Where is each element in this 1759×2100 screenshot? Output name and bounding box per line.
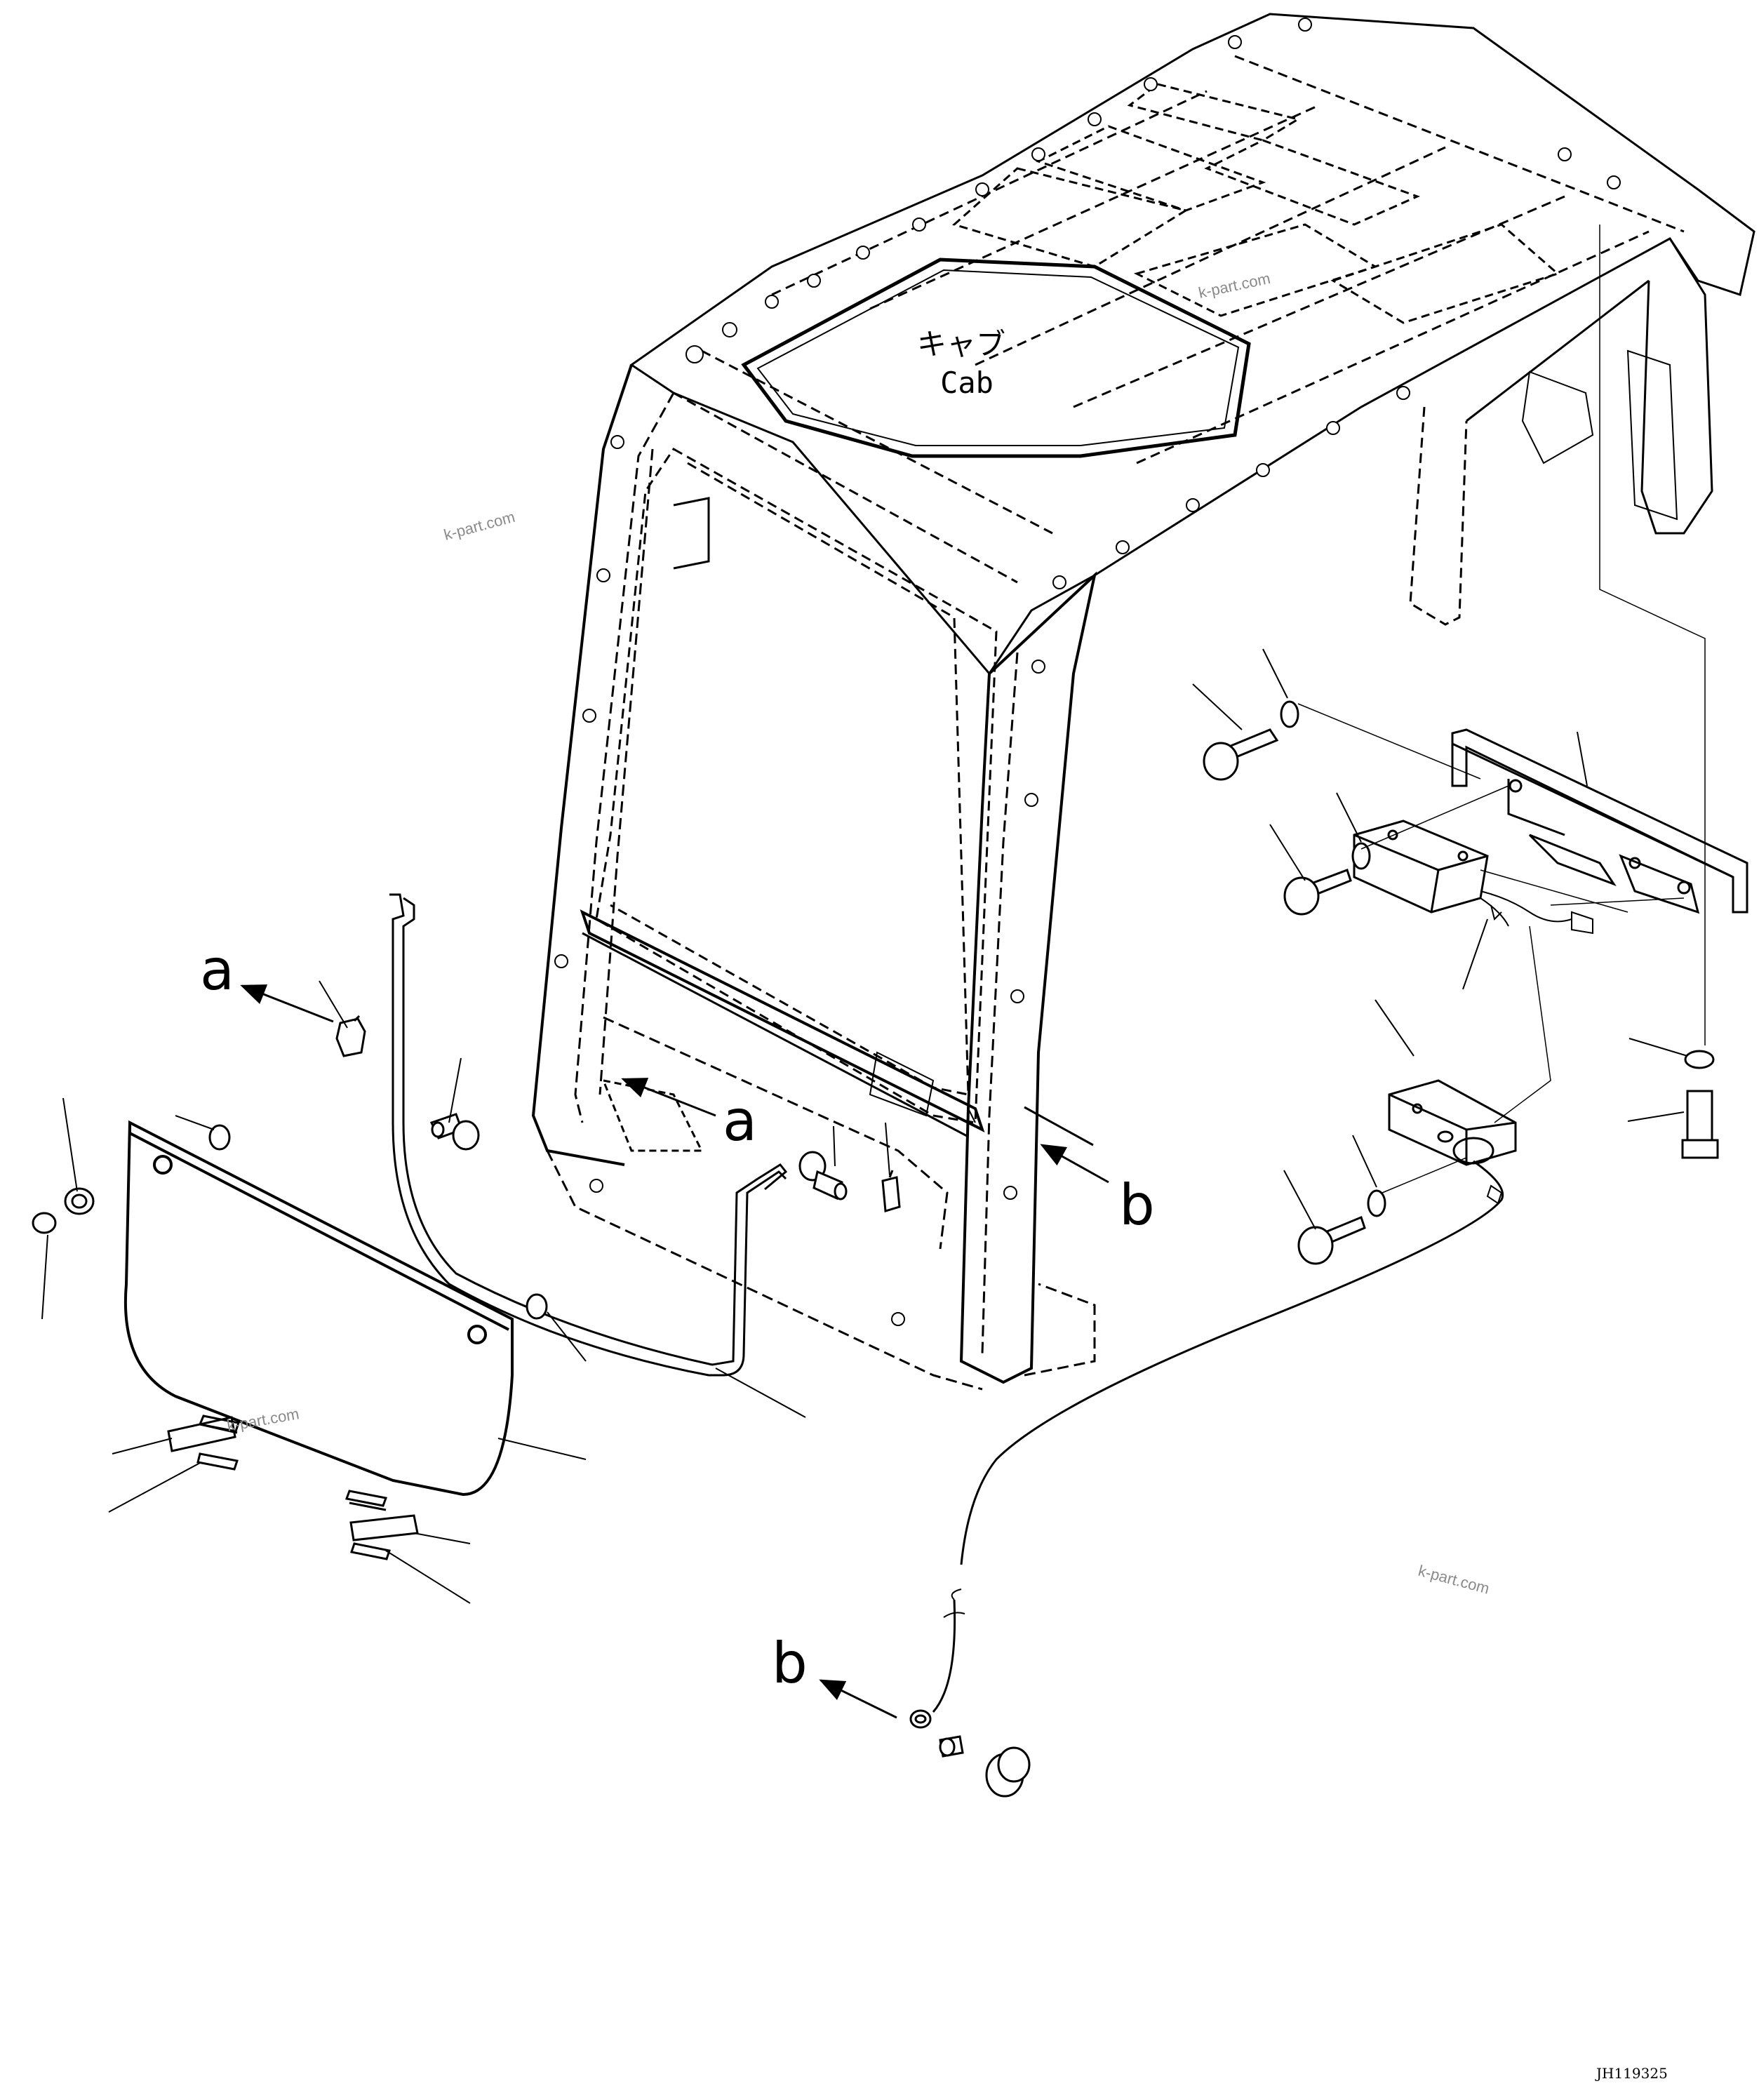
cab-frame	[531, 13, 1755, 1391]
clip-right	[881, 1170, 901, 1212]
controller-box	[1353, 820, 1593, 990]
cap-left	[32, 1212, 57, 1234]
cable	[932, 1160, 1504, 1713]
bolt-vertical	[1681, 1090, 1719, 1159]
push-rivet-left	[429, 1113, 480, 1151]
washer-lower	[1367, 1189, 1386, 1217]
watermark-4: k-part.com	[1417, 1562, 1492, 1598]
cab-label-english: Cab	[940, 366, 994, 400]
leader-lines	[41, 648, 1688, 1604]
view-arrow-a-right	[621, 1078, 716, 1117]
push-rivet-right	[798, 1151, 848, 1201]
view-arrow-b-right	[1024, 1106, 1109, 1184]
cab-label-japanese: キャブ	[917, 327, 1005, 361]
weatherstrip	[389, 893, 788, 1377]
bolt-lower	[1297, 1216, 1366, 1265]
routing-lines	[1297, 225, 1706, 1193]
bolt-middle	[1283, 869, 1352, 916]
decal-right	[345, 1490, 419, 1560]
view-arrow-a-left	[240, 984, 334, 1023]
view-marker-a-left: a	[200, 937, 234, 1003]
cable-end-connector	[909, 1709, 1031, 1798]
washer-upper	[1280, 700, 1299, 728]
decal-left	[167, 1415, 240, 1471]
cover-plate	[123, 1120, 514, 1497]
bolt-upper	[1203, 728, 1279, 781]
drawing-number: JH119325	[1595, 2065, 1668, 2082]
view-marker-a-right: a	[723, 1088, 757, 1153]
bracket-assembly	[1451, 728, 1748, 914]
washer-middle	[1351, 842, 1371, 870]
grommet-right	[526, 1293, 548, 1320]
view-marker-b-right: b	[1119, 1172, 1155, 1238]
clip-left	[335, 1015, 366, 1057]
hinge-bracket	[1375, 999, 1517, 1166]
grommet-top	[208, 1124, 231, 1151]
view-arrow-b-bottom	[819, 1679, 897, 1719]
washer-left	[64, 1187, 95, 1215]
watermark-2: k-part.com	[1197, 269, 1272, 302]
washer-vertical	[1684, 1050, 1715, 1069]
watermark-1: k-part.com	[442, 508, 517, 544]
view-marker-b-bottom: b	[772, 1631, 808, 1696]
